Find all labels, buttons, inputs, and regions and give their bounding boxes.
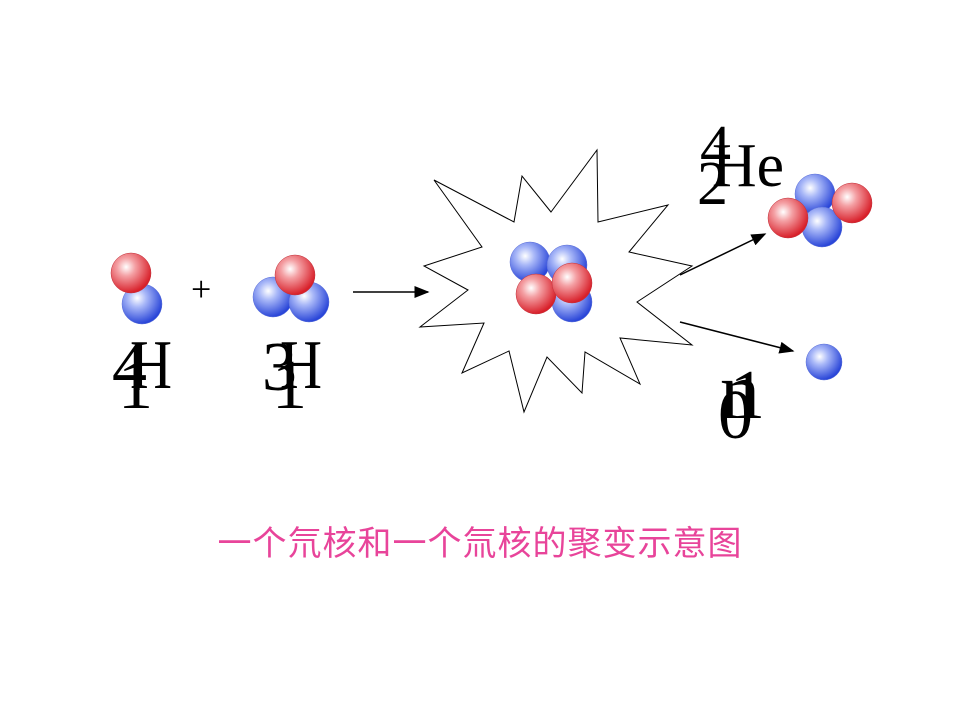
tritium-mass-number: 3	[262, 329, 297, 406]
neutron-label: 1 0 n	[718, 348, 765, 454]
plus-sign: +	[191, 269, 211, 309]
deuterium-mass-number: 4	[112, 329, 147, 406]
helium-label: 4 2 He	[697, 114, 784, 218]
output-arrow-neutron	[679, 321, 795, 354]
neutron-symbol: n	[720, 348, 760, 436]
compound-nucleus	[509, 241, 593, 323]
tritium-nucleus	[252, 254, 330, 323]
helium-atomic-number: 2	[697, 150, 728, 218]
proton-particle	[551, 262, 593, 304]
proton-particle	[274, 254, 316, 296]
tritium-atomic-number: 1	[272, 347, 307, 424]
helium-nucleus	[767, 173, 873, 248]
tritium-symbol: H	[280, 327, 322, 404]
deuterium-symbol: H	[130, 327, 172, 404]
free-neutron	[805, 343, 843, 381]
deuterium-label: 4 1 H	[112, 327, 172, 424]
deuterium-atomic-number: 1	[118, 347, 153, 424]
helium-mass-number: 4	[700, 114, 731, 182]
helium-symbol: He	[712, 132, 784, 200]
proton-particle	[110, 252, 152, 294]
proton-particle	[831, 182, 873, 224]
proton-particle	[515, 273, 557, 315]
diagram-caption: 一个氘核和一个氚核的聚变示意图	[217, 524, 743, 564]
tritium-label: 3 1 H	[262, 327, 322, 424]
output-arrow-helium	[679, 233, 767, 276]
deuterium-nucleus	[110, 252, 163, 325]
neutron-atomic-number: 0	[718, 377, 753, 454]
neutron-mass-number: 1	[730, 357, 765, 434]
proton-particle	[767, 197, 809, 239]
